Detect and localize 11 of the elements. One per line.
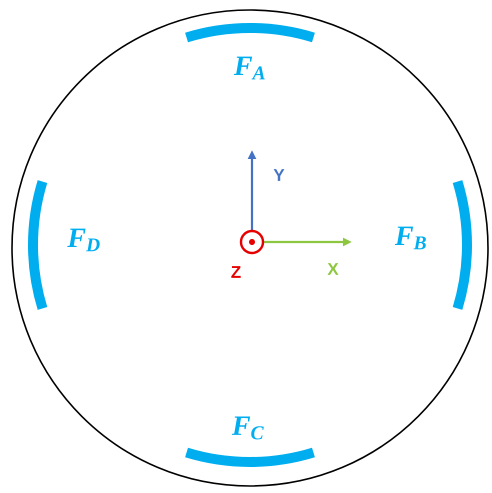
force-pad bbox=[185, 23, 315, 42]
force-pad bbox=[452, 180, 472, 310]
force-label: F$_{B}$ bbox=[394, 226, 426, 250]
force-label: F$_{D}$ bbox=[67, 228, 100, 252]
axis-label: Z bbox=[231, 266, 241, 278]
force-label: F$_{C}$ bbox=[232, 416, 264, 440]
force-label: F$_{A}$ bbox=[234, 56, 265, 80]
axis-label: Y bbox=[274, 169, 284, 181]
force-pad bbox=[28, 180, 48, 310]
force-pad bbox=[185, 448, 315, 467]
axis-label: X bbox=[327, 263, 338, 275]
